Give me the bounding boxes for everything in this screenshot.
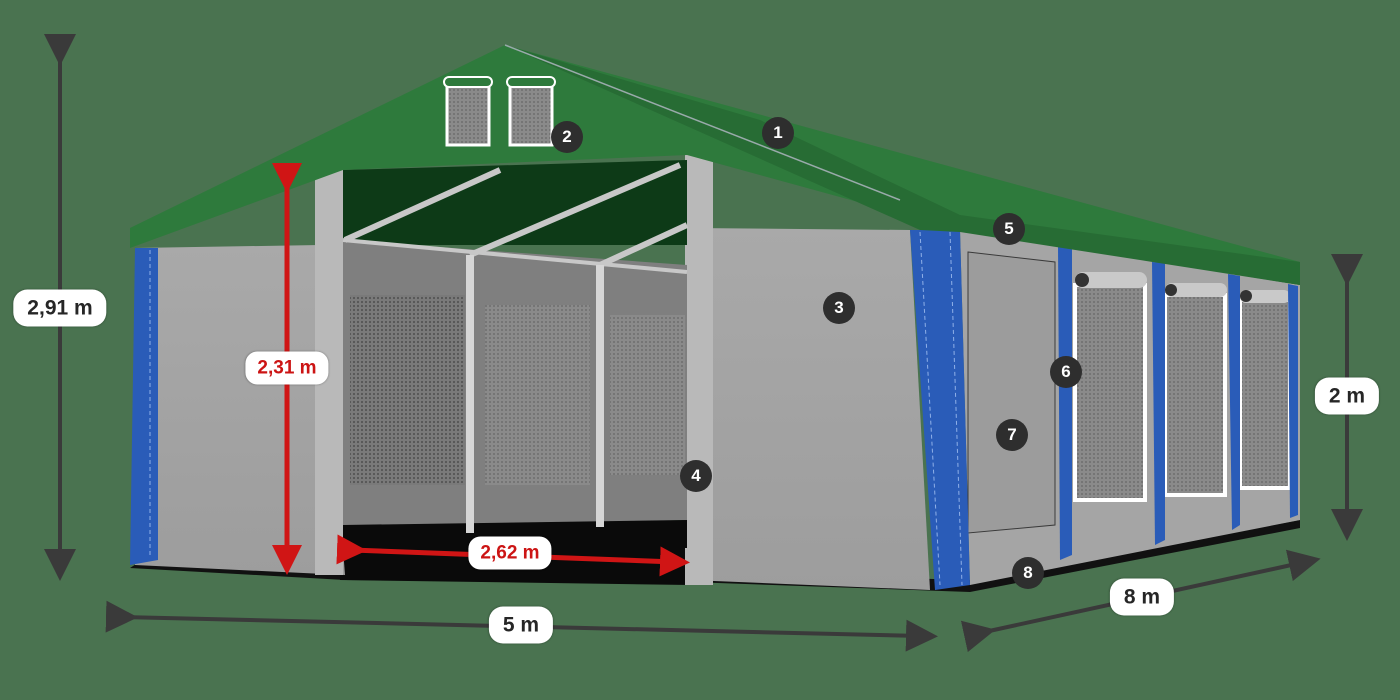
dimension-side-wall-height: 2 m [1314,377,1380,415]
side-wall-long [960,230,1300,585]
marker-7-door-panel: 7 [996,419,1028,451]
dimension-length: 8 m [1109,578,1175,616]
marker-2-gable-vent: 2 [551,121,583,153]
marker-6-tension-belt: 6 [1050,356,1082,388]
front-wall-right [685,155,970,590]
dimension-entrance-height: 2,31 m [245,351,329,385]
dimension-entrance-width: 2,62 m [468,536,552,570]
marker-8-ground-skirt: 8 [1012,557,1044,589]
marker-5-roof-edge: 5 [993,213,1025,245]
dimension-width: 5 m [488,606,554,644]
marker-3-side-wall: 3 [823,292,855,324]
marker-4-entrance-zipper: 4 [680,460,712,492]
tent-interior [342,160,689,548]
marker-1-roof: 1 [762,117,794,149]
dimension-total-height: 2,91 m [13,289,107,327]
